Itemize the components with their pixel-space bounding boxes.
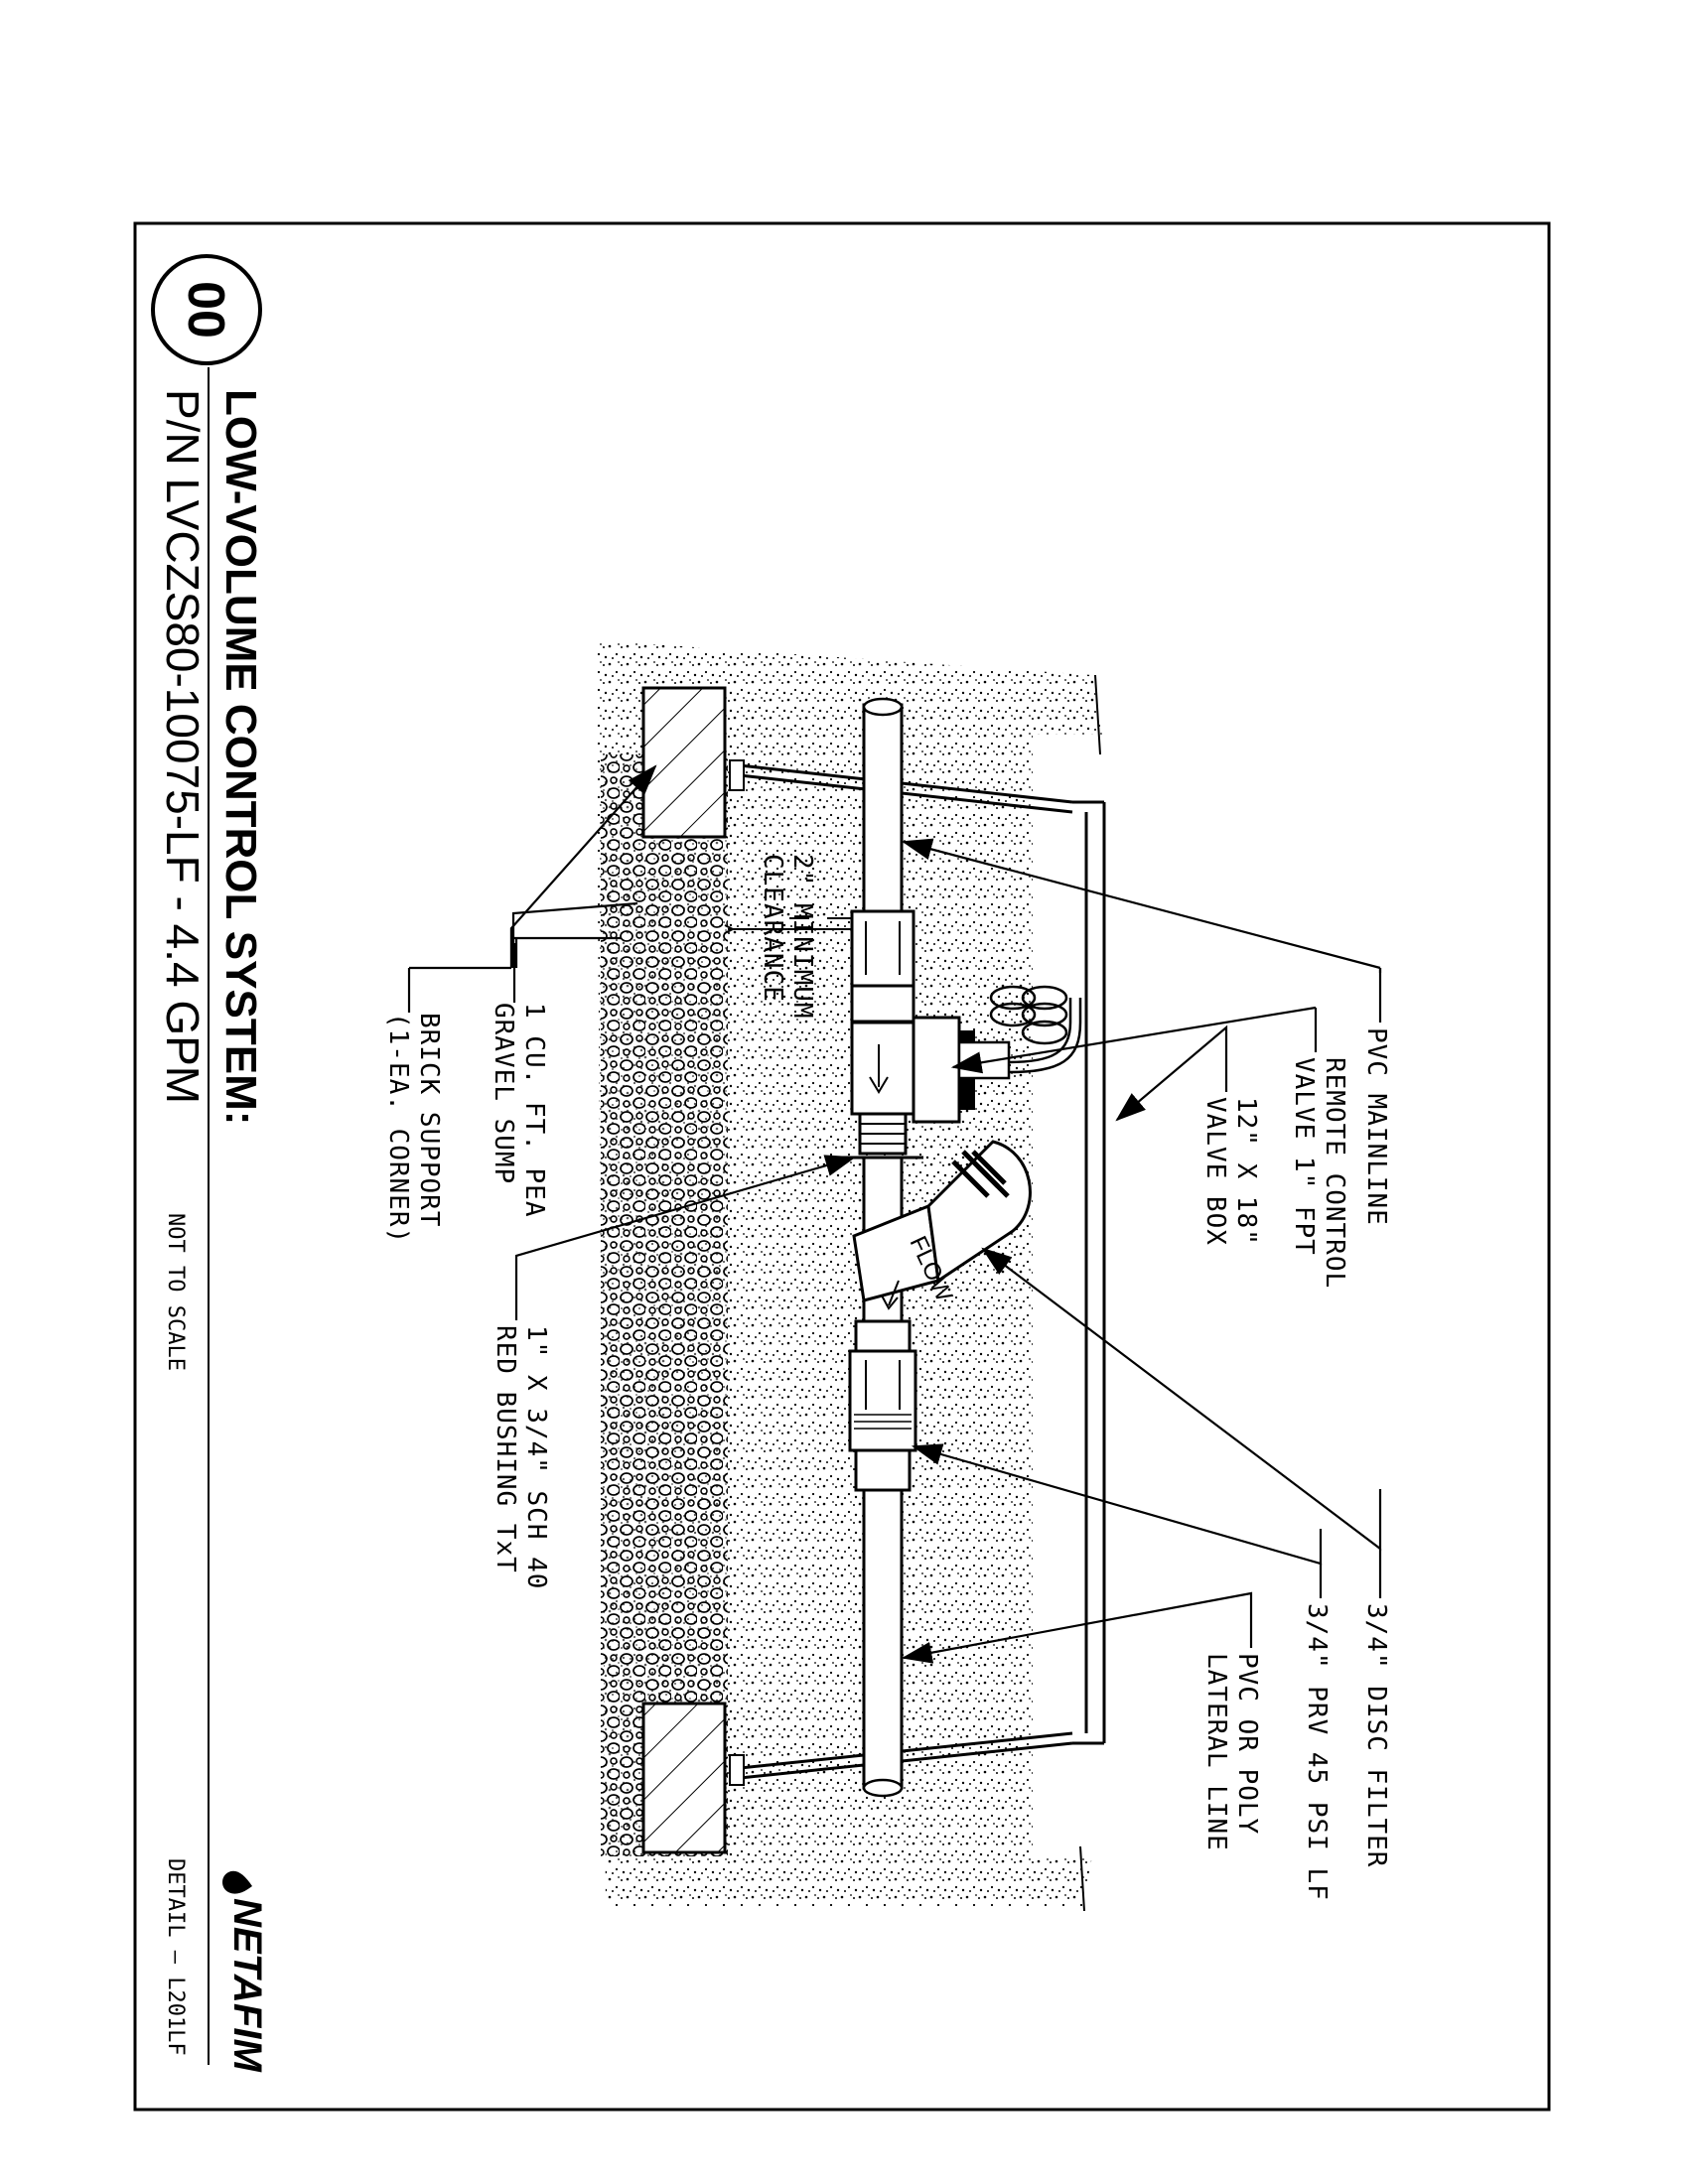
- pressure-regulator: [848, 1319, 917, 1492]
- callout-gravel-line1: 1 CU. FT. PEA: [519, 1003, 549, 1218]
- pvc-mainline-pipe: [862, 703, 904, 913]
- callout-disc-filter: 3/4" DISC FILTER: [1361, 1603, 1391, 1867]
- disc-filter: FLOW: [852, 1140, 1032, 1323]
- detail-number: 00: [177, 281, 234, 339]
- callout-remote-valve-line1: REMOTE CONTROL: [1320, 1057, 1349, 1289]
- callout-bushing-line2: RED BUSHING TxT: [491, 1325, 520, 1573]
- sheet-border: [133, 221, 1551, 2112]
- part-number: P/N LVCZS80-10075-LF - 4.4 GPM: [157, 389, 209, 1104]
- callout-lateral-line2: LATERAL LINE: [1201, 1653, 1231, 1851]
- leader-lines: [409, 764, 1382, 1664]
- callout-bushing-line1: 1" X 3/4" SCH 40: [521, 1325, 551, 1589]
- lateral-line-pipe: [862, 1488, 904, 1790]
- callout-lateral-line1: PVC OR POLY: [1232, 1653, 1262, 1835]
- callout-valve-box-line2: VALVE BOX: [1200, 1097, 1230, 1246]
- callout-prv: 3/4" PRV 45 PSI LF: [1302, 1603, 1332, 1901]
- scale-note: NOT TO SCALE: [163, 1213, 188, 1371]
- callout-pvc-mainline: PVC MAINLINE: [1361, 1027, 1391, 1226]
- callout-brick-line2: (1-EA. CORNER): [383, 1013, 413, 1244]
- detail-title: LOW-VOLUME CONTROL SYSTEM:: [216, 389, 265, 1125]
- netafim-logo: NETAFIM: [222, 1870, 269, 2073]
- water-drop-icon: [222, 1870, 252, 1894]
- callout-clearance-line2: CLEARANCE: [758, 854, 787, 1003]
- pipe-assembly: FLOW: [842, 697, 1082, 1798]
- callout-brick-line1: BRICK SUPPORT: [414, 1013, 444, 1228]
- clearance-dimension: [724, 917, 852, 934]
- callout-clearance-line1: 2" MINIMUM: [787, 854, 817, 1020]
- detail-bubble: 00: [151, 254, 262, 365]
- detail-reference: DETAIL – L201LF: [163, 1858, 188, 2056]
- svg-text:NETAFIM: NETAFIM: [225, 1898, 269, 2073]
- remote-control-valve: [850, 985, 1082, 1124]
- callout-remote-valve-line2: VALVE 1" FPT: [1289, 1057, 1319, 1256]
- callout-valve-box-line1: 12" X 18": [1231, 1097, 1261, 1246]
- callout-gravel-line2: GRAVEL SUMP: [489, 1003, 518, 1184]
